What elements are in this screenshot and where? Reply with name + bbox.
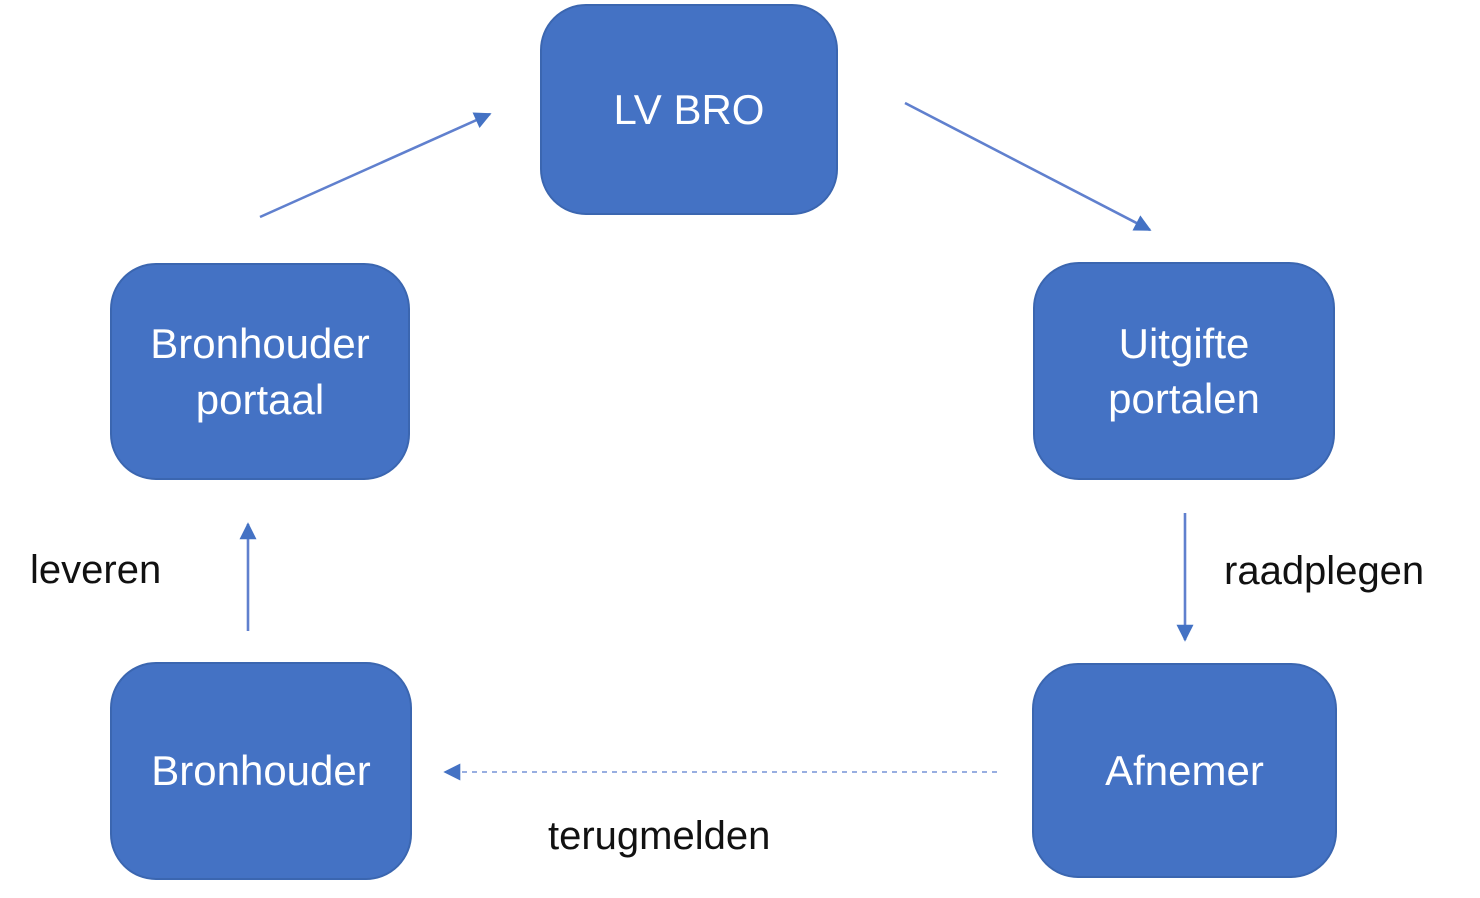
node-label: Bronhouder — [151, 747, 371, 795]
edge-label-raadplegen: raadplegen — [1224, 549, 1425, 593]
edge-label-leveren: leveren — [30, 548, 162, 592]
node-afnemer: Afnemer — [1032, 663, 1337, 878]
node-label: Uitgifte portalen — [1108, 319, 1260, 422]
node-uitgifte-portalen: Uitgifte portalen — [1033, 262, 1335, 480]
node-label: Bronhouder portaal — [150, 320, 370, 423]
node-bronhouder: Bronhouder — [110, 662, 412, 880]
edge-lv-bro-to-uitgifte-portalen — [904, 101, 1152, 232]
node-lv-bro: LV BRO — [540, 4, 838, 215]
edge-bronhouder-portaal-to-lv-bro — [259, 112, 492, 219]
edge-label-terugmelden: terugmelden — [548, 814, 771, 858]
node-bronhouder-portaal: Bronhouder portaal — [110, 263, 410, 480]
node-label: LV BRO — [613, 85, 765, 133]
node-label: Afnemer — [1105, 746, 1264, 794]
